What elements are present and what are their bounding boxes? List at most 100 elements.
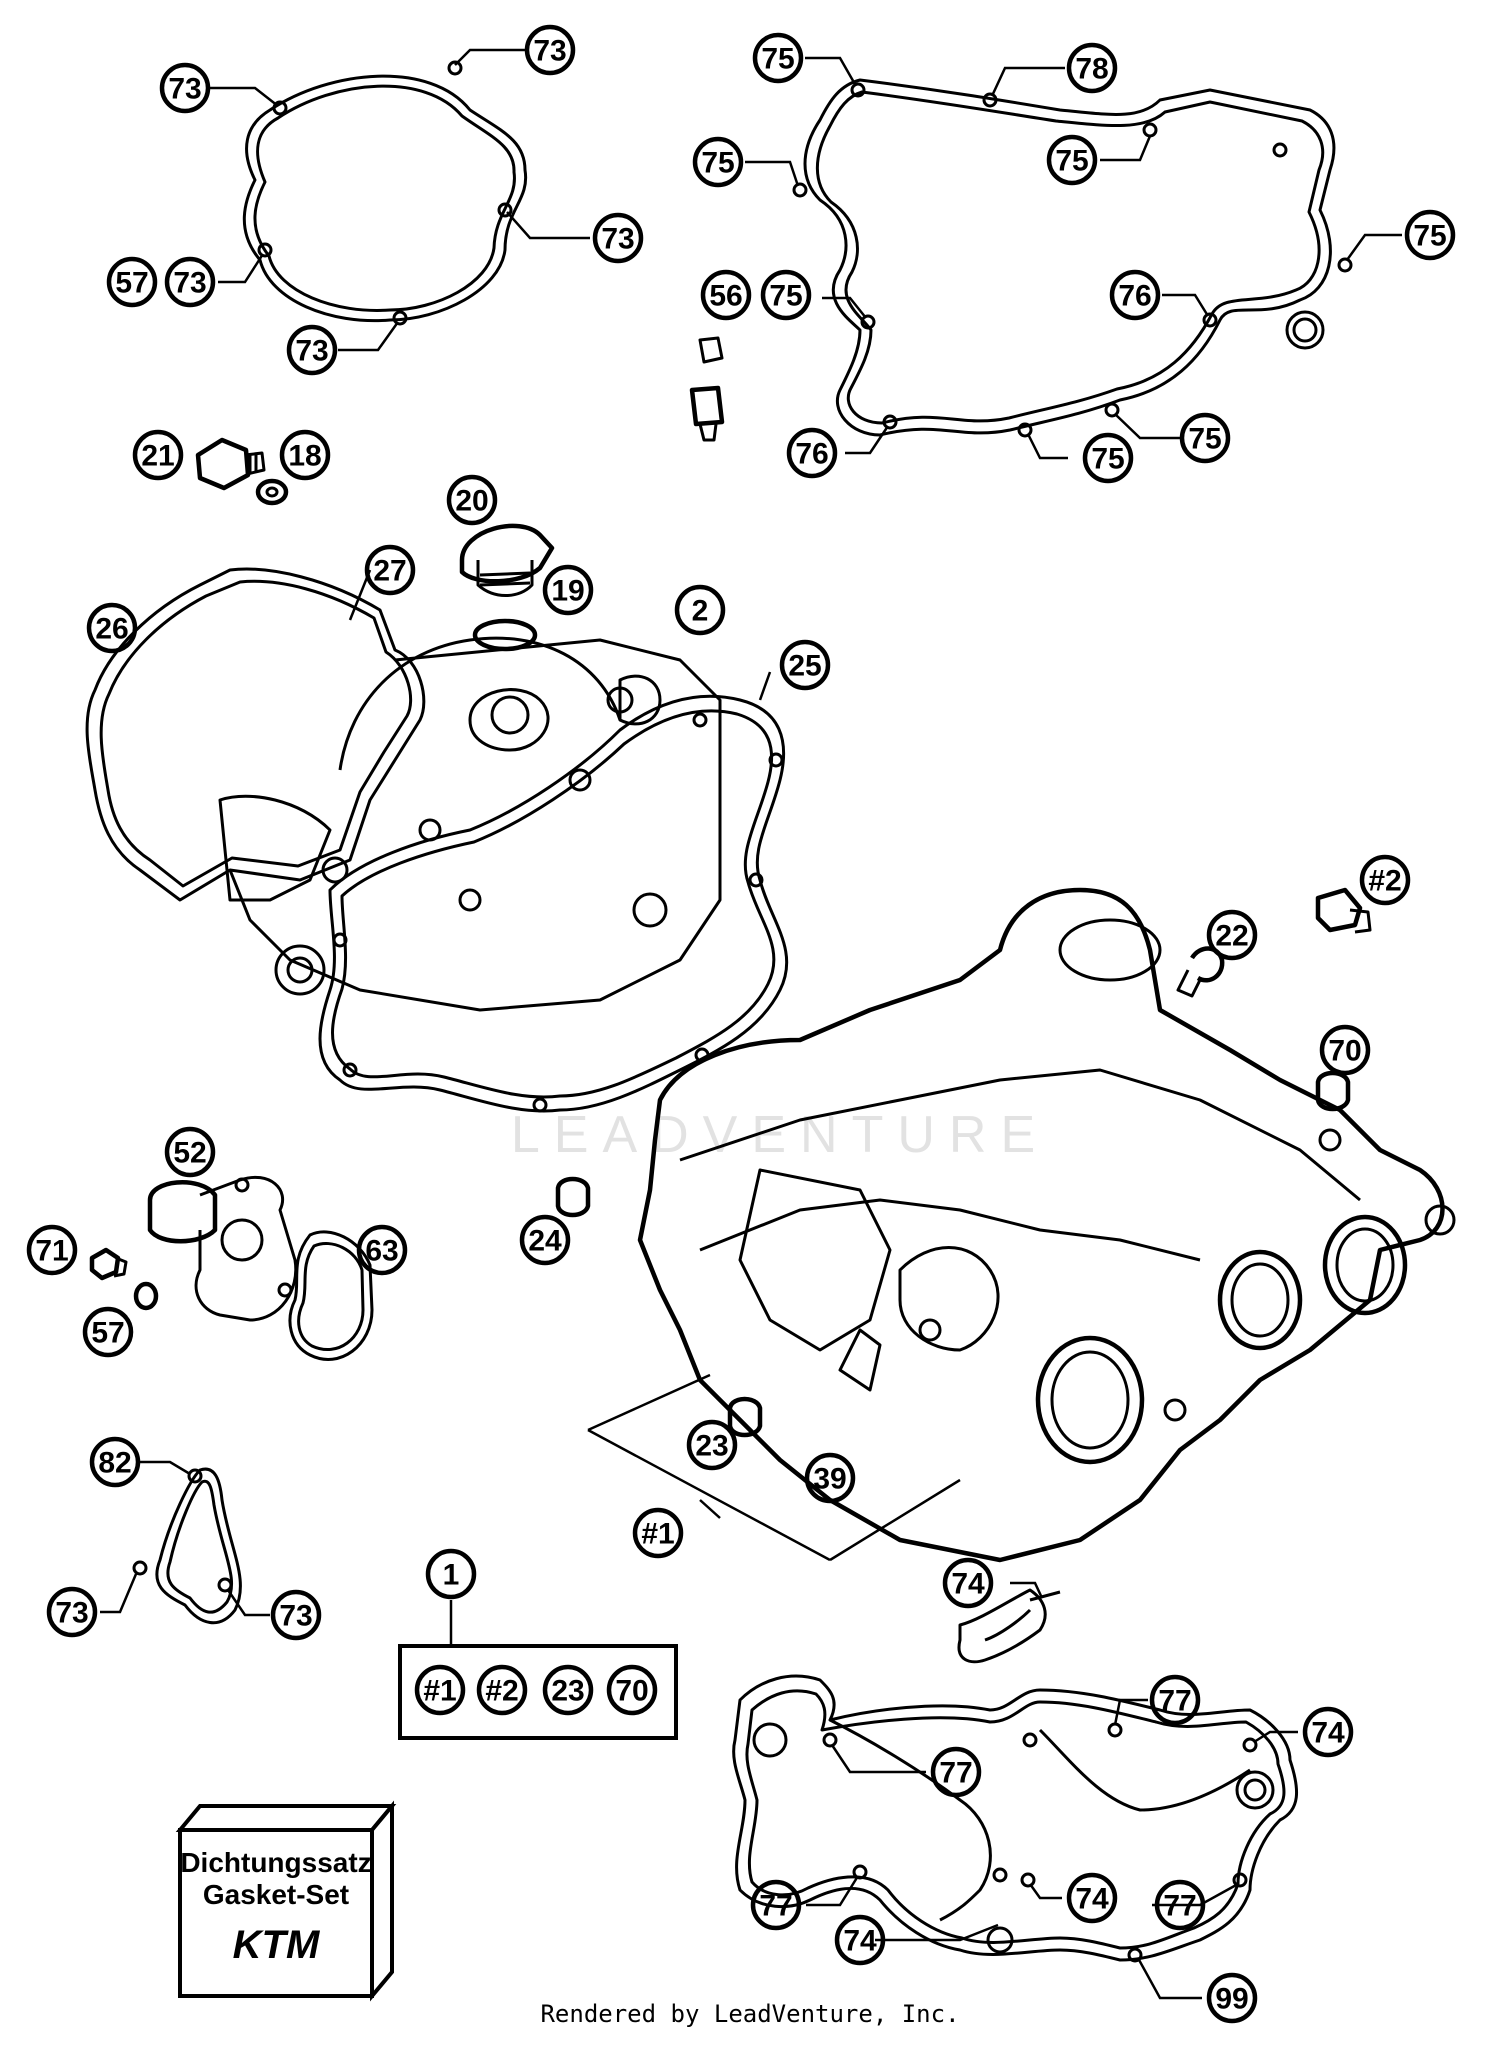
kit-item-hash1-label: #1: [423, 1675, 456, 1708]
callout-25-24-label: 25: [788, 650, 821, 683]
callout-75-9: 75: [692, 136, 744, 188]
callout-75-6-label: 75: [761, 43, 794, 76]
dowel-pin-part: [689, 336, 725, 442]
callout-73-1-label: 73: [533, 35, 566, 68]
callout-74-46-label: 74: [843, 1925, 877, 1958]
callout-63-31-label: 63: [365, 1235, 398, 1268]
callout-77-43: 77: [750, 1879, 802, 1931]
callout-19-20: 19: [542, 564, 594, 616]
callout-74-39: 74: [942, 1557, 994, 1609]
callout-73-34: 73: [46, 1586, 98, 1638]
callout-18-18: 18: [279, 429, 331, 481]
callout-2-23-label: 2: [692, 595, 709, 628]
callout-70-27-label: 70: [1328, 1035, 1361, 1068]
callout-26-21: 26: [86, 602, 138, 654]
kit-item-hash2-label: #2: [485, 1675, 518, 1708]
leaders-crankcase-gasket: [806, 1581, 1298, 2000]
callout-kit-1-label: 1: [443, 1559, 460, 1592]
callout-75-8: 75: [1046, 134, 1098, 186]
callout-75-8-label: 75: [1055, 145, 1088, 178]
callout-73-34-label: 73: [55, 1597, 88, 1630]
callout-74-44-label: 74: [1075, 1883, 1109, 1916]
callout-20-19: 20: [446, 474, 498, 526]
callout-78-7: 78: [1066, 42, 1118, 94]
callout-75-10: 75: [1404, 209, 1456, 261]
callout-63-31: 63: [356, 1224, 408, 1276]
callout-77-40: 77: [1149, 1674, 1201, 1726]
callout-kit-1: 1: [425, 1548, 477, 1600]
water-pump-cover: [147, 1175, 298, 1322]
callout-39-37-label: 39: [813, 1463, 846, 1496]
callout-74-41: 74: [1302, 1706, 1354, 1758]
callout-23-36-label: 23: [695, 1430, 728, 1463]
ignition-cover-gasket: [242, 60, 528, 326]
callout-73-35: 73: [270, 1589, 322, 1641]
callout-82-33: 82: [89, 1436, 141, 1488]
callout-75-14-label: 75: [1188, 423, 1221, 456]
callout-75-6: 75: [752, 32, 804, 84]
callout-57-30-label: 57: [91, 1317, 124, 1350]
leaders-ignition-gasket: [210, 48, 590, 352]
dowel-23: [727, 1396, 763, 1438]
render-credit: Rendered by LeadVenture, Inc.: [540, 2000, 960, 2028]
callout-82-33-label: 82: [98, 1447, 131, 1480]
callout-75-16-label: 75: [1091, 443, 1124, 476]
callout-77-45-label: 77: [1163, 1890, 1196, 1923]
callout-56-11-label: 56: [709, 280, 742, 313]
callout-71-29-label: 71: [35, 1235, 68, 1268]
callout-73-0-label: 73: [168, 73, 201, 106]
callout-73-0: 73: [159, 62, 211, 114]
screw-71: [89, 1247, 128, 1281]
callout-73-4-label: 73: [173, 267, 206, 300]
callout-56-11: 56: [700, 269, 752, 321]
kit-item-23: 23: [542, 1664, 594, 1716]
callout-99-47: 99: [1206, 1972, 1258, 2024]
callout-24-32: 24: [519, 1214, 571, 1266]
callout-20-19-label: 20: [455, 485, 488, 518]
clutch-cover-gasket-25: [318, 694, 789, 1113]
callout-99-47-label: 99: [1215, 1983, 1248, 2016]
callout-57-3-label: 57: [115, 267, 148, 300]
ktm-logo: KTM: [233, 1923, 321, 1967]
callout-52-28: 52: [164, 1126, 216, 1178]
callout-74-44: 74: [1066, 1872, 1118, 1924]
callout-22-26: 22: [1206, 909, 1258, 961]
gasket-set-line2: Gasket-Set: [203, 1879, 349, 1910]
callout-2-23: 2: [674, 584, 726, 636]
gasket-set-box: Dichtungssatz Gasket-Set KTM: [175, 1800, 397, 2002]
callout-75-16: 75: [1082, 432, 1134, 484]
crankcase-gasket: [732, 1674, 1299, 1963]
gasket-82: [100, 1460, 270, 1625]
callout-73-2: 73: [592, 212, 644, 264]
part-kit-group: [398, 1600, 678, 1740]
callout-75-12-label: 75: [769, 280, 802, 313]
oil-filler-cap: [459, 523, 555, 652]
callout-57-3: 57: [106, 256, 158, 308]
crankcase-halves: [637, 887, 1456, 1563]
crankcase-bracket: [587, 1373, 961, 1562]
callout-27-22: 27: [364, 544, 416, 596]
callout-73-5-label: 73: [295, 335, 328, 368]
callout-74-39-label: 74: [951, 1568, 985, 1601]
callout-18-18-label: 18: [288, 440, 321, 473]
callout-71-29: 71: [26, 1224, 78, 1276]
clutch-cover: [85, 567, 722, 1012]
callout-75-14: 75: [1179, 412, 1231, 464]
fitting-22: [1176, 946, 1225, 998]
kit-item-23-label: 23: [551, 1675, 584, 1708]
callout-hash1-38-label: #1: [641, 1518, 674, 1551]
callout-77-40-label: 77: [1158, 1685, 1191, 1718]
callout-77-43-label: 77: [759, 1890, 792, 1923]
callout-77-42: 77: [930, 1746, 982, 1798]
callout-74-46: 74: [834, 1914, 886, 1966]
kit-item-hash2: #2: [476, 1664, 528, 1716]
callout-74-41-label: 74: [1311, 1717, 1345, 1750]
clutch-cover-gasket: [792, 78, 1353, 438]
callout-26-21-label: 26: [95, 613, 128, 646]
callout-78-7-label: 78: [1075, 53, 1108, 86]
callout-73-1: 73: [524, 24, 576, 76]
callout-70-27: 70: [1319, 1024, 1371, 1076]
watermark-text: LEADVENTURE: [511, 1106, 1049, 1164]
